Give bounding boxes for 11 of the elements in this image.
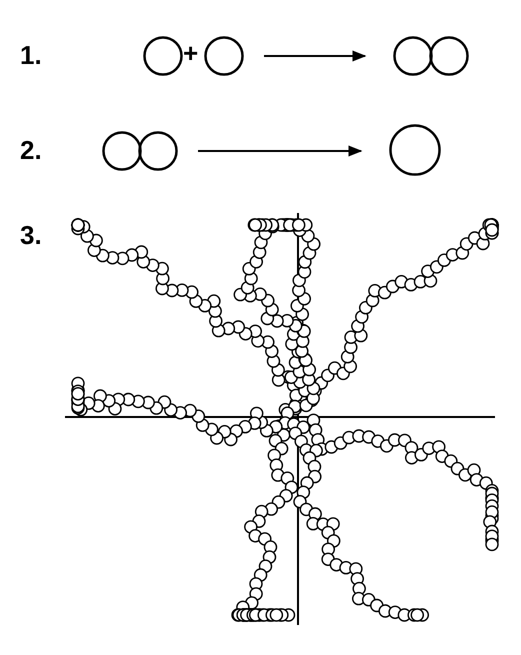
particle-circle <box>143 36 183 76</box>
reaction-arrow <box>264 50 366 62</box>
particle-doublet <box>393 36 469 76</box>
step-number: 1. <box>20 40 42 70</box>
step-number: 2. <box>20 135 42 165</box>
reaction-arrow <box>198 145 362 157</box>
particle-doublet <box>102 131 178 171</box>
particle-circle <box>204 36 244 76</box>
step-number: 3. <box>20 220 42 250</box>
plus-sign: + <box>183 38 198 68</box>
merged-particle-circle <box>389 124 441 176</box>
